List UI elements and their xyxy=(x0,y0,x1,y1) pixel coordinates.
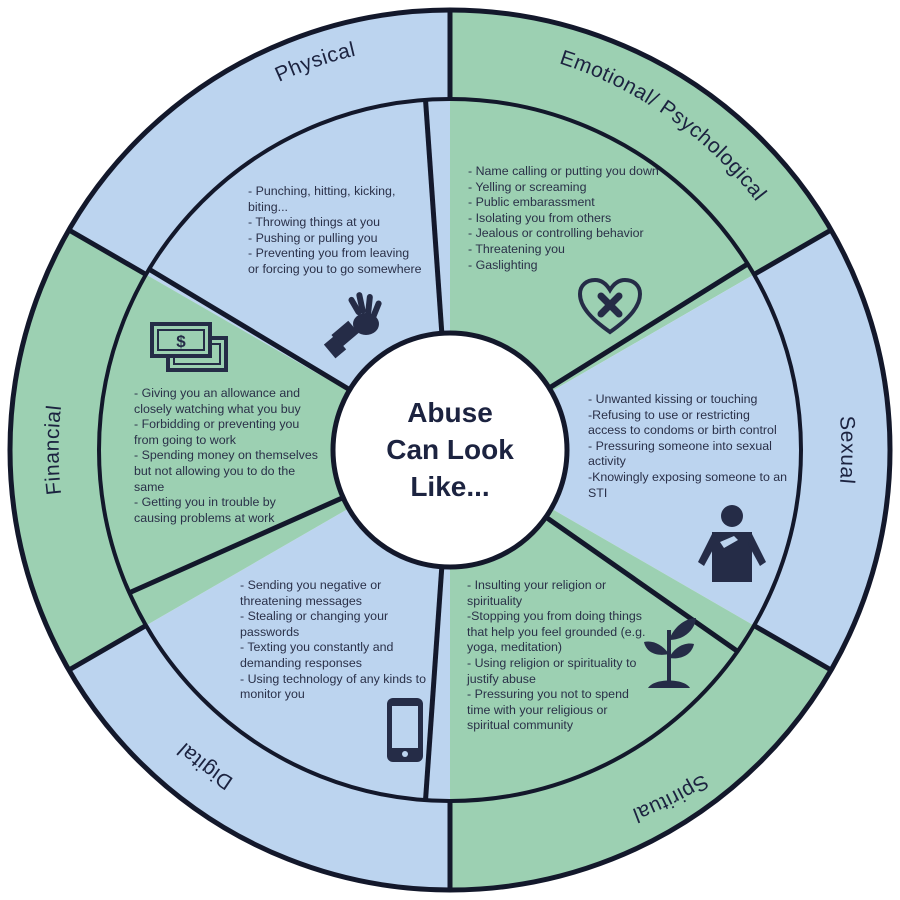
broken-heart-icon xyxy=(576,276,644,338)
list-item: - Public embarassment xyxy=(468,195,595,210)
segment-outer-sexual xyxy=(753,230,890,670)
divider-outer-2 xyxy=(752,623,833,673)
list-item: - Pushing or pulling you xyxy=(248,230,378,245)
list-item: - Threatening you xyxy=(468,241,565,256)
smartphone-icon xyxy=(380,696,430,766)
person-touched-icon xyxy=(694,502,770,584)
list-item: -Knowingly exposing someone to an STI xyxy=(588,469,788,500)
list-item: - Stealing or changing your passwords xyxy=(240,609,389,639)
segment-outer-physical xyxy=(68,10,450,275)
list-item: - Preventing you from leaving or forcing… xyxy=(248,246,422,276)
list-item: - Unwanted kissing or touching xyxy=(588,392,758,406)
list-item: - Pressuring you not to spend time with … xyxy=(467,687,629,733)
list-item: - Gaslighting xyxy=(468,257,538,272)
divider-inner-4 xyxy=(128,495,345,596)
list-item: - Throwing things at you xyxy=(248,215,381,230)
center-title-line-3: Like... xyxy=(410,471,489,502)
list-item: - Using technology of any kinds to monit… xyxy=(240,671,426,702)
list-item: - Texting you constantly and demanding r… xyxy=(240,640,394,670)
list-item: - Jealous or controlling behavior xyxy=(468,226,644,241)
center-circle xyxy=(330,330,570,570)
plant-sprout-icon xyxy=(640,614,698,690)
list-item: - Using religion or spirituality to just… xyxy=(467,655,637,686)
segment-inner-spiritual xyxy=(450,508,754,801)
list-item: -Stopping you from doing things that hel… xyxy=(467,609,646,655)
list-item: - Yelling or screaming xyxy=(468,179,587,194)
center-title-line-1: Abuse xyxy=(407,397,493,428)
list-item: -Refusing to use or restricting access t… xyxy=(588,407,777,438)
list-item: - Getting you in trouble by causing prob… xyxy=(134,495,276,525)
list-item: - Punching, hitting, kicking, biting... xyxy=(248,184,396,214)
divider-outer-1 xyxy=(752,227,833,277)
list-item: - Insulting your religion or spiritualit… xyxy=(467,578,607,608)
segment-outer-emotional xyxy=(450,10,832,275)
list-item: - Forbidding or preventing you from goin… xyxy=(134,417,300,447)
segment-outer-spiritual xyxy=(450,625,832,890)
hand-wave-icon xyxy=(324,284,390,362)
label-financial: Financial xyxy=(41,404,67,496)
divider-inner-2 xyxy=(544,515,739,654)
financial-item-list: - Giving you an allowance and closely wa… xyxy=(134,386,319,526)
emotional-item-list: - Name calling or putting you down - Yel… xyxy=(468,164,676,273)
digital-item-list: - Sending you negative or threatening me… xyxy=(240,578,430,703)
center-title-line-2: Can Look xyxy=(386,434,514,465)
list-item: - Pressuring someone into sexual activit… xyxy=(588,438,772,469)
segment-inner-financial xyxy=(99,274,349,626)
segment-outer-financial xyxy=(9,230,147,670)
divider-inner-3 xyxy=(423,566,445,801)
divider-outer-5 xyxy=(67,227,148,277)
list-item: - Isolating you from others xyxy=(468,210,612,225)
segment-outer-digital xyxy=(68,625,450,890)
physical-item-list: - Punching, hitting, kicking, biting... … xyxy=(248,184,423,278)
divider-outer-4 xyxy=(67,623,148,673)
list-item: - Name calling or putting you down xyxy=(468,164,659,178)
sexual-item-list: - Unwanted kissing or touching -Refusing… xyxy=(588,392,788,501)
spiritual-item-list: - Insulting your religion or spiritualit… xyxy=(467,578,647,734)
divider-inner-5 xyxy=(147,267,351,392)
segment-inner-emotional xyxy=(450,99,754,392)
list-item: - Spending money on themselves but not a… xyxy=(134,448,318,494)
dollar-bills-icon: $ xyxy=(148,320,230,374)
label-sexual: Sexual xyxy=(835,415,859,485)
divider-inner-1 xyxy=(547,261,749,391)
list-item: - Sending you negative or threatening me… xyxy=(240,578,382,608)
svg-text:$: $ xyxy=(176,332,186,351)
list-item: - Giving you an allowance and closely wa… xyxy=(134,386,301,416)
divider-inner-0 xyxy=(423,99,445,334)
